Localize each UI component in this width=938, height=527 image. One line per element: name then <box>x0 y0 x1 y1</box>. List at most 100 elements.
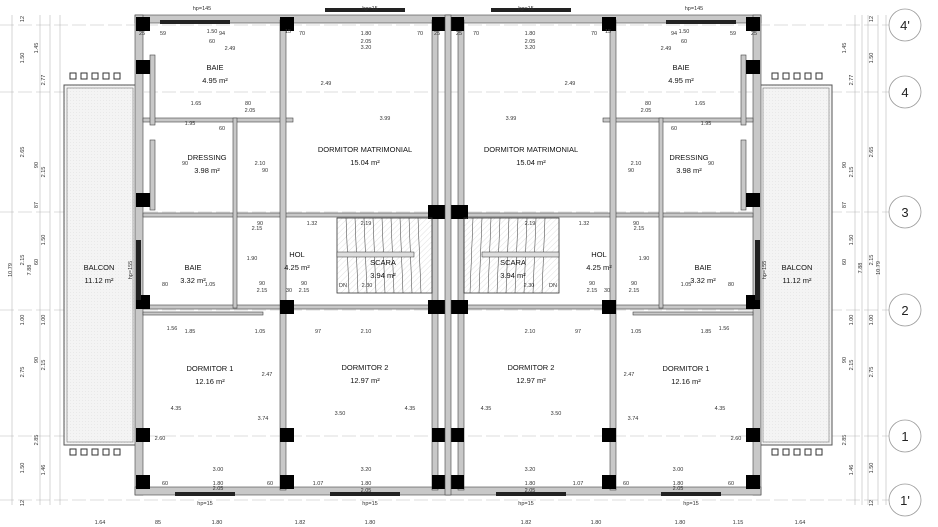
dimension-label: 60 <box>681 39 687 45</box>
dimension-label: 2.49 <box>661 46 672 52</box>
dimension-label: 1.82 <box>295 520 306 526</box>
window <box>661 492 721 496</box>
room-name: DORMITOR 1 <box>187 364 234 373</box>
dimension-label: 70 <box>417 31 423 37</box>
room-name: BAIE <box>672 63 689 72</box>
axis-bubble <box>888 293 922 327</box>
dimension-label: 90 <box>259 281 265 287</box>
railing-post <box>91 72 99 80</box>
room-area: 3.32 m² <box>180 276 206 285</box>
dimension-label: 90 <box>633 221 639 227</box>
window <box>175 492 235 496</box>
room-name: DORMITOR 2 <box>508 363 555 372</box>
dimension-label: 90 <box>34 162 40 168</box>
dimension-label: 1.45 <box>34 43 40 54</box>
railing-post <box>102 448 110 456</box>
dimension-label: 80 <box>162 282 168 288</box>
dimension-label: 59 <box>160 31 166 37</box>
window <box>491 8 571 12</box>
dimension-label: 2.10 <box>631 161 642 167</box>
stair-tread <box>478 217 483 294</box>
dimension-label: 1.65 <box>191 101 202 107</box>
dimension-label: 1.64 <box>795 520 806 526</box>
room-area: 3.98 m² <box>676 166 702 175</box>
axis-bubble <box>888 419 922 453</box>
room-area: 3.94 m² <box>370 271 396 280</box>
axis-label: 1' <box>900 493 910 508</box>
concrete-column <box>448 205 468 219</box>
concrete-column <box>428 300 448 314</box>
concrete-column <box>602 17 616 31</box>
dimension-label: 60 <box>728 481 734 487</box>
dimension-label: 1.46 <box>41 465 47 476</box>
dimension-label: 1.80 <box>361 481 372 487</box>
concrete-column <box>136 17 150 31</box>
dimension-label: 1.80 <box>212 520 223 526</box>
wall <box>431 19 439 491</box>
dimension-label: 59 <box>730 31 736 37</box>
concrete-column <box>602 300 616 314</box>
dimension-label: 2.10 <box>361 329 372 335</box>
room-name: DORMITOR 2 <box>342 363 389 372</box>
wall <box>658 117 664 309</box>
dimension-label: 1.85 <box>701 329 712 335</box>
dimension-label: 3.99 <box>506 116 517 122</box>
wall <box>457 19 465 491</box>
axis-label: 2 <box>901 303 908 318</box>
dimension-label: 3.74 <box>628 416 639 422</box>
dimension-label: 90 <box>842 162 848 168</box>
dimension-label: 94 <box>219 31 225 37</box>
dimension-label: 1.00 <box>20 315 26 326</box>
dimension-label: 1.95 <box>185 121 196 127</box>
room-area: 12.97 m² <box>350 376 380 385</box>
wall <box>740 139 747 211</box>
dimension-label: 2.30 <box>524 283 535 289</box>
dimension-label: 2.05 <box>361 39 372 45</box>
dimension-label: 1.50 <box>869 463 875 474</box>
room-name: DRESSING <box>669 153 708 162</box>
axis-label: 4' <box>900 18 910 33</box>
stair-direction-label: DN <box>549 283 557 289</box>
window-label: hp=145 <box>685 6 704 12</box>
room-area: 4.95 m² <box>202 76 228 85</box>
wall <box>457 212 754 218</box>
room-area: 3.32 m² <box>690 276 716 285</box>
stair-handrail <box>481 251 560 258</box>
dimension-label: 90 <box>257 221 263 227</box>
dimension-label: 2.60 <box>731 436 742 442</box>
railing-post <box>113 72 121 80</box>
stair-tread <box>417 217 422 294</box>
dimension-label: 1.64 <box>95 520 106 526</box>
dimension-label: 1.00 <box>41 315 47 326</box>
concrete-column <box>746 428 760 442</box>
window-label: hp=15 <box>518 6 533 12</box>
concrete-column <box>280 300 294 314</box>
dimension-label: 1.50 <box>869 53 875 64</box>
railing-post <box>113 448 121 456</box>
railing-post <box>91 448 99 456</box>
dimension-label: 2.15 <box>20 255 26 266</box>
room-area: 4.25 m² <box>586 263 612 272</box>
concrete-column <box>280 428 294 442</box>
dimension-label: 1.00 <box>869 315 875 326</box>
room-area: 4.95 m² <box>668 76 694 85</box>
dimension-label: 1.80 <box>213 481 224 487</box>
wall <box>740 54 747 126</box>
room-name: DORMITOR 1 <box>663 364 710 373</box>
dimension-label: 3.20 <box>361 467 372 473</box>
window-label: hp=155 <box>128 261 134 280</box>
dimension-label: 1.50 <box>41 235 47 246</box>
railing-post <box>782 448 790 456</box>
dimension-label: 70 <box>473 31 479 37</box>
window-label: hp=15 <box>362 6 377 12</box>
window <box>666 20 736 24</box>
dimension-label: 1.45 <box>842 43 848 54</box>
dimension-label: 2.15 <box>257 288 268 294</box>
axis-label: 4 <box>901 85 908 100</box>
dimension-label: 2.15 <box>587 288 598 294</box>
dimension-label: 1.56 <box>167 326 178 332</box>
window <box>136 240 141 300</box>
dimension-label: 2.49 <box>225 46 236 52</box>
room-name: SCARA <box>370 258 396 267</box>
dimension-label: 94 <box>671 31 677 37</box>
